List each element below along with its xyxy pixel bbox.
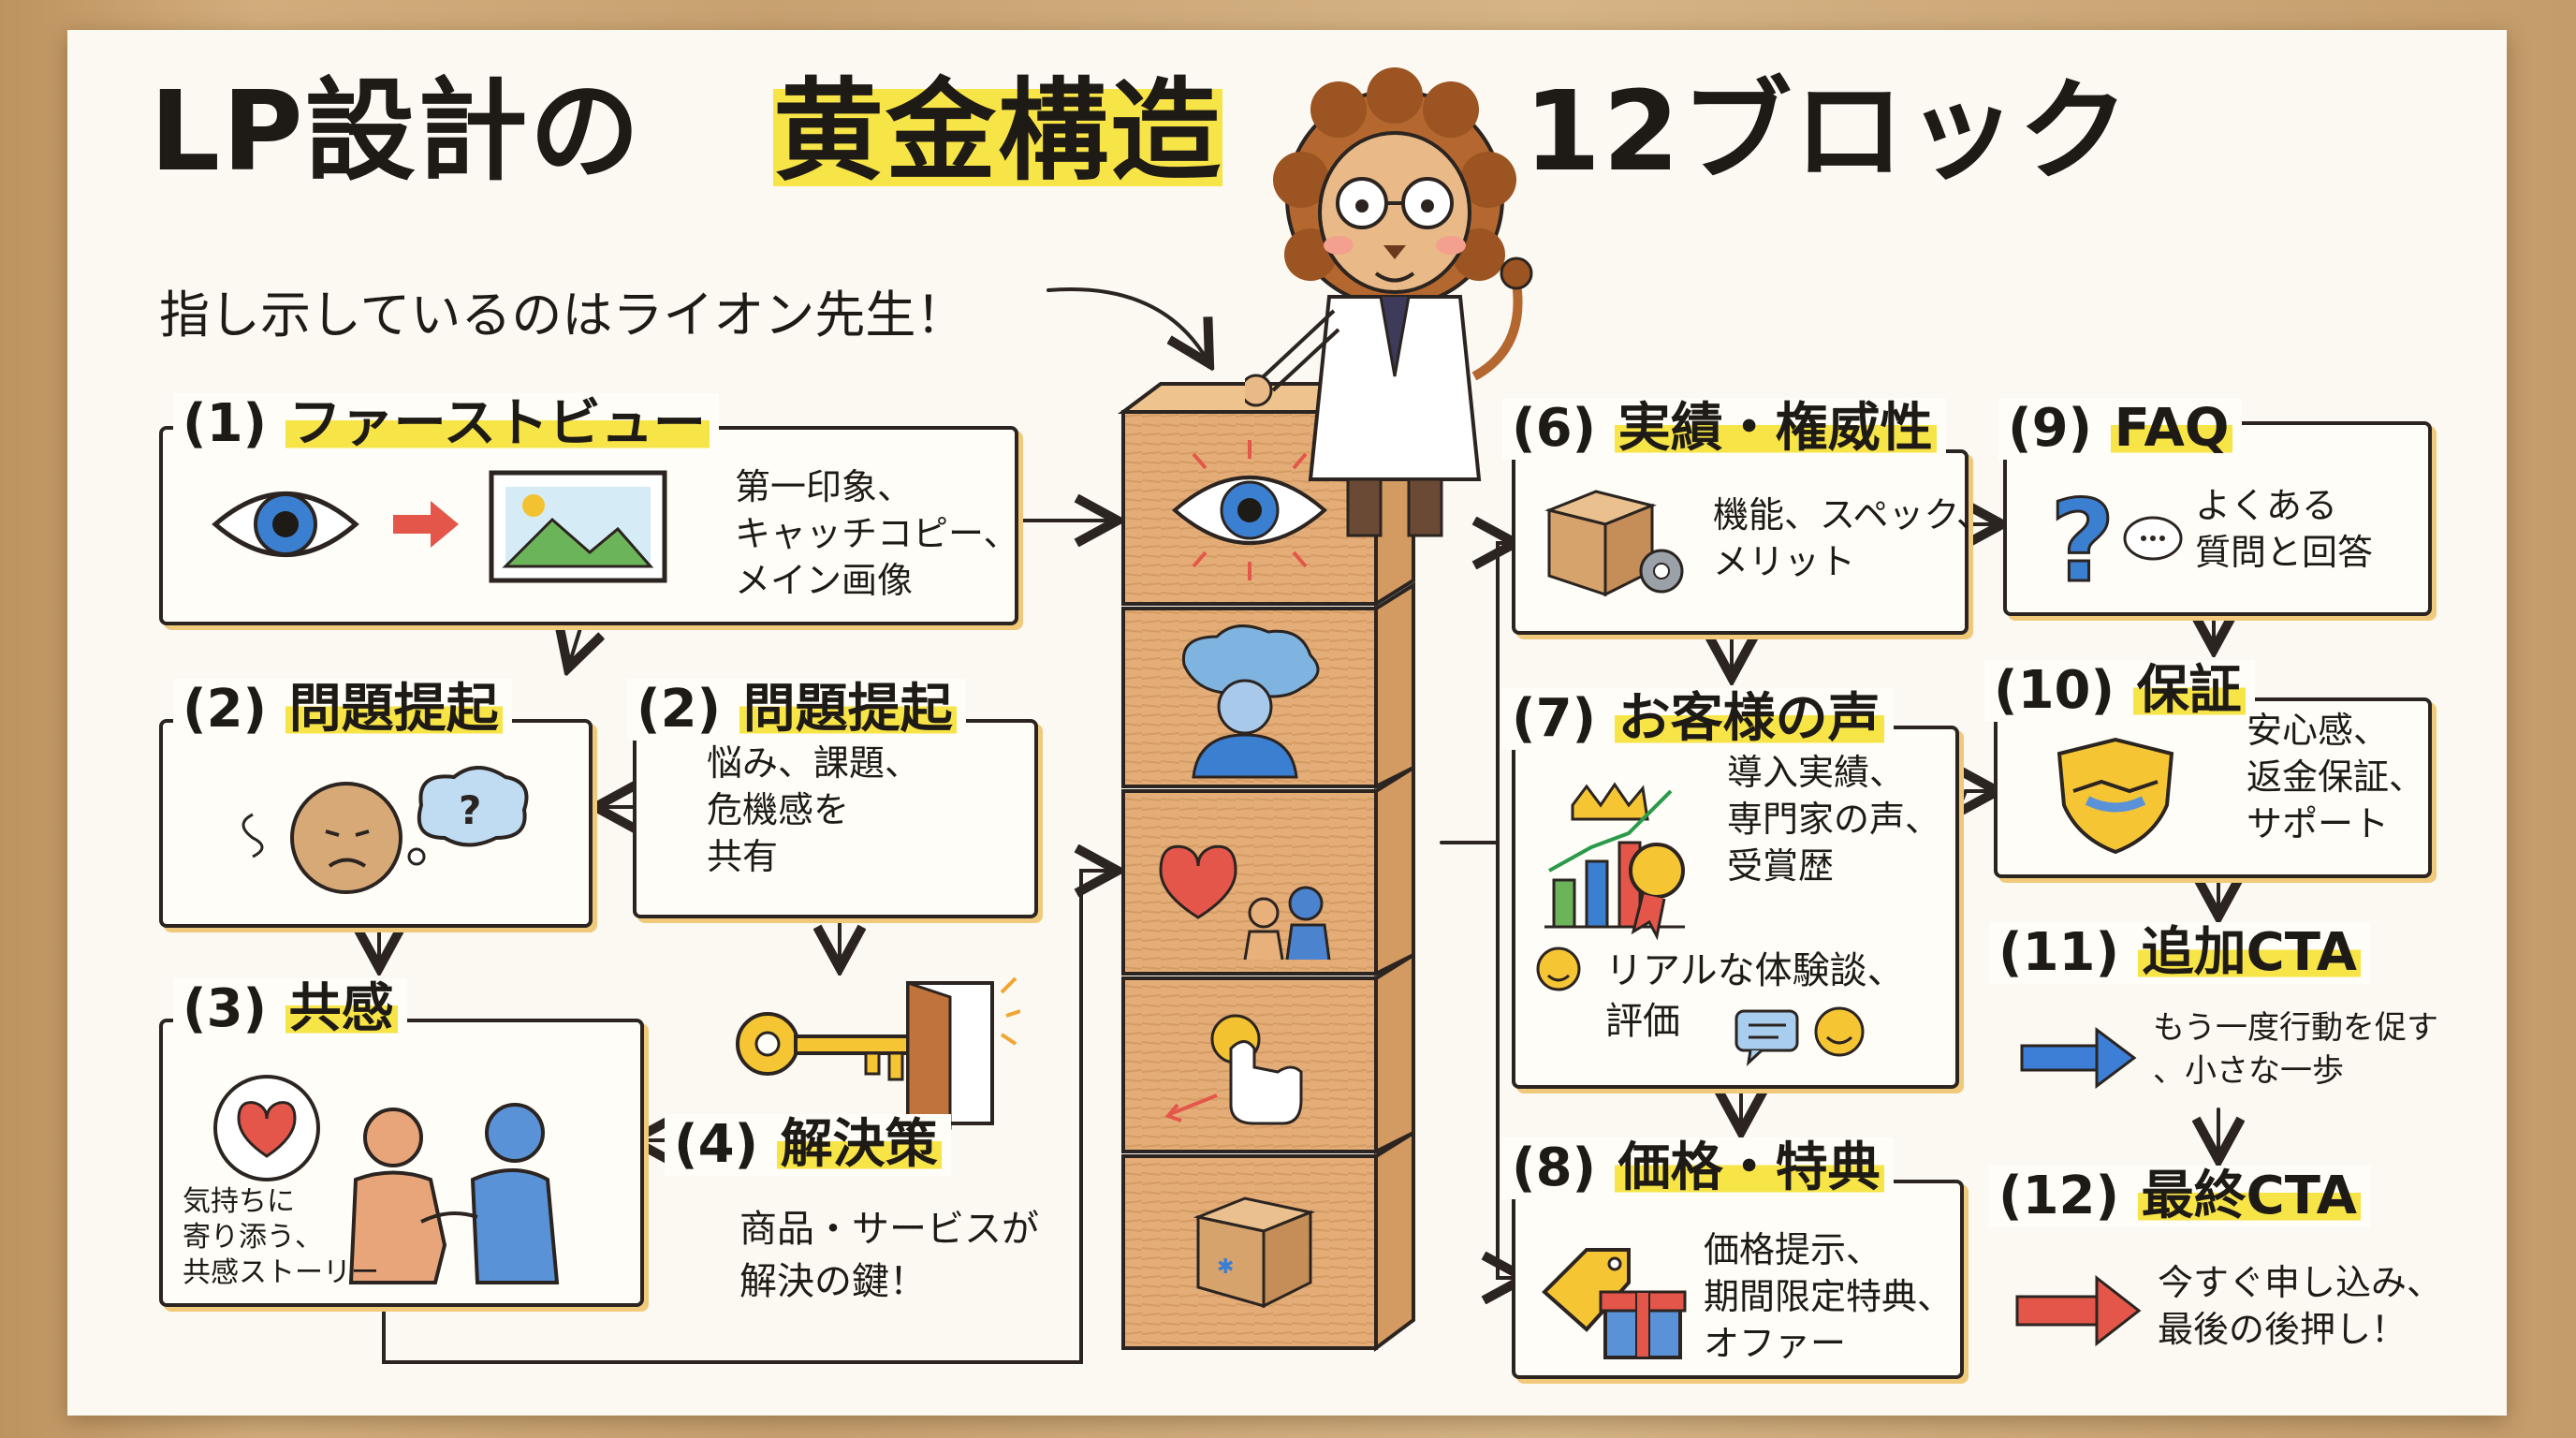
smile-icon [1814, 1006, 1865, 1057]
crown-chart-icon [1544, 782, 1685, 929]
title-part-1: LP設計の [150, 66, 642, 196]
block-6-heading: (6) 実績・権威性 [1502, 398, 1946, 460]
confused-face-icon [242, 782, 402, 894]
red-arrow-icon [2015, 1274, 2142, 1347]
blue-arrow-icon [2020, 1027, 2137, 1089]
question-mark-icon: ? [2050, 477, 2115, 594]
block-9-heading: (9) FAQ [1998, 398, 2243, 460]
svg-text:?: ? [459, 787, 481, 833]
block-2-heading: (2) 問題提起 [173, 679, 512, 741]
block-1-icons [212, 470, 667, 583]
lion-teacher-icon [1245, 67, 1533, 537]
block-3-icons [213, 1075, 560, 1284]
block-4-desc: 商品・サービスが 解決の鍵！ [739, 1208, 1039, 1303]
shield-handshake-icon [2056, 737, 2174, 855]
subtitle: 指し示しているのはライオン先生！ [159, 286, 967, 345]
eye-icon [212, 492, 359, 557]
chat-smile-icons [1734, 1006, 1865, 1067]
block-2b-box [633, 719, 1038, 918]
block-1-heading: (1) ファーストビュー [173, 393, 719, 455]
block-1-desc: 第一印象、 キャッチコピー、 メイン画像 [735, 466, 1019, 601]
block-7-icons [1536, 782, 1685, 991]
smile-icon [1536, 946, 1581, 991]
block-11-heading: (11) 追加CTA [1989, 922, 2370, 984]
block-4-heading: (4) 解決策 [665, 1114, 951, 1176]
block-9-desc: よくある 質問と回答 [2195, 485, 2374, 573]
title-part-2-highlighted: 黄金構造 [773, 66, 1223, 197]
right-arrow-icon [393, 501, 459, 548]
block-2-icons: ? [242, 766, 529, 894]
block-11-desc: もう一度行動を促す 、小さな一歩 [2153, 1009, 2438, 1090]
crate-worried-person-icon [1181, 624, 1320, 779]
key-icon [736, 1012, 910, 1081]
faq-icons: ? [2050, 477, 2183, 594]
crate-tap-icon [1164, 1014, 1303, 1125]
block-3-heading: (3) 共感 [173, 978, 407, 1040]
medal-icon [1629, 843, 1685, 941]
block-10-desc: 安心感、 返金保証、 サポート [2247, 710, 2425, 844]
crate-cardboard-box-icon: ✱ [1193, 1196, 1316, 1309]
block-10-heading: (10) 保証 [1984, 660, 2255, 722]
block-7-heading: (7) お客様の声 [1502, 688, 1894, 750]
chat-icon [1734, 1009, 1799, 1067]
key-door-illustration [736, 976, 1020, 1130]
gift-icon [1599, 1290, 1687, 1359]
block-8-icons [1542, 1248, 1687, 1359]
block-2b-heading: (2) 問題提起 [627, 679, 966, 741]
svg-text:✱: ✱ [1217, 1255, 1234, 1279]
title-part-3: 12ブロック [1524, 66, 2131, 196]
chat-icon [2123, 516, 2183, 561]
price-tag-icon [1542, 1248, 1631, 1332]
heart-bubble-icon [213, 1075, 320, 1181]
handshake-people-icon [348, 1103, 560, 1284]
door-icon [906, 976, 1020, 1130]
block-8-desc: 価格提示、 期間限定特典、 オファー [1704, 1229, 1954, 1364]
block-12-desc: 今すぐ申し込み、 最後の後押し！ [2158, 1262, 2443, 1350]
block-3-desc: 気持ちに 寄り添う、 共感ストーリー [183, 1185, 379, 1289]
block-7-desc2: リアルな体験談、 評価 [1605, 949, 1905, 1043]
crate-heart-people-icon [1159, 844, 1331, 961]
block-6-desc: 機能、スペック、 メリット [1713, 494, 1992, 582]
block-2b-desc: 悩み、課題、 危機感を 共有 [707, 742, 921, 877]
image-icon [489, 470, 667, 583]
question-bubble-icon: ? [407, 766, 529, 866]
block-7-desc: 導入実績、 専門家の声、 受賞歴 [1727, 752, 1941, 887]
block-12-heading: (12) 最終CTA [1989, 1166, 2370, 1227]
block-8-heading: (8) 価格・特典 [1502, 1137, 1894, 1199]
box-gear-icon [1544, 490, 1684, 597]
crate-eye-icon [1171, 440, 1328, 580]
subtitle-pointer-arrow [1046, 287, 1208, 360]
